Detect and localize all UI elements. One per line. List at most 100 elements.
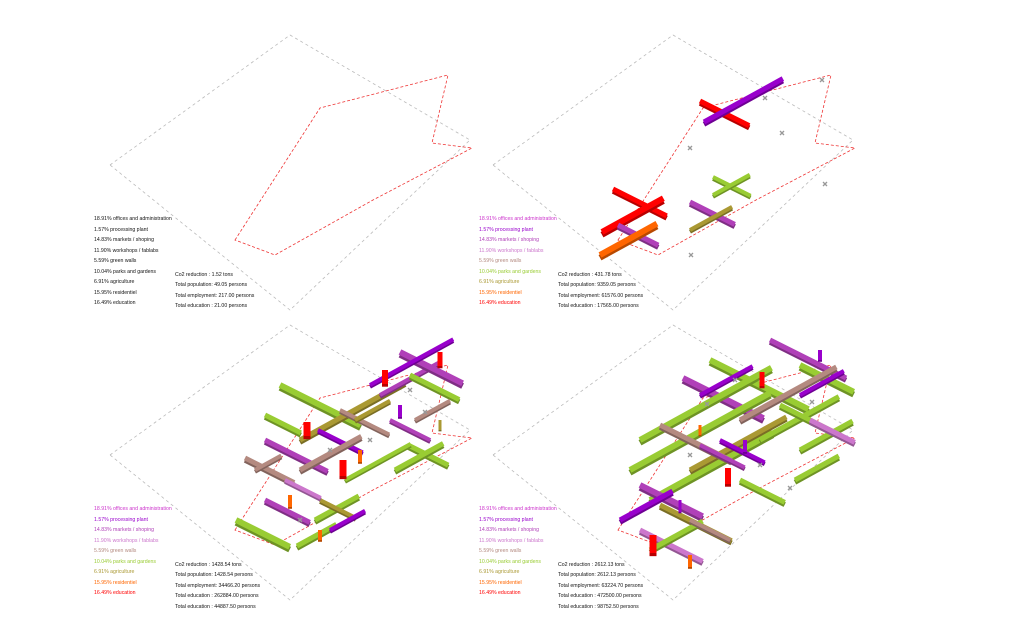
legend-item-markets: 14.83% markets / shoping bbox=[479, 237, 539, 243]
stat-co2: Co2 reduction : 431.78 tons bbox=[558, 272, 622, 278]
site-marker-icon bbox=[779, 130, 785, 136]
legend-item-residential: 15.95% residentiel bbox=[94, 289, 137, 296]
site-marker-icon bbox=[762, 95, 768, 101]
stat-employment: Total employment: 61576.00 persons bbox=[558, 292, 644, 299]
legend-item-processing: 1.57% processing plant bbox=[479, 226, 533, 233]
site-marker-icon bbox=[407, 387, 413, 393]
legend-item-offices: 18.91% offices and administration bbox=[94, 506, 172, 512]
stat-population: Total population: 2612.13 persons bbox=[558, 572, 636, 579]
site-marker-icon bbox=[367, 437, 373, 443]
stats-phase-2: Co2 reduction : 431.78 tons Total popula… bbox=[558, 270, 643, 312]
bar-green-walls bbox=[738, 364, 838, 425]
legend-item-workshops: 11.90% workshops / fablabs bbox=[479, 537, 544, 544]
stat-education: Total education : 21.00 persons bbox=[175, 303, 248, 310]
stat-employment: Total employment: 217.00 persons bbox=[175, 292, 255, 299]
legend-item-offices: 18.91% offices and administration bbox=[94, 216, 172, 222]
bar-agriculture bbox=[354, 398, 392, 424]
bar-parks bbox=[712, 173, 751, 199]
stat-co2: Co2 reduction : 2612.13 tons bbox=[558, 562, 625, 568]
legend-item-agriculture: 6.91% agriculture bbox=[94, 279, 135, 285]
bar-green-walls bbox=[339, 408, 391, 439]
stat-population: Total population: 9359.05 persons bbox=[558, 282, 636, 289]
site-marker-icon bbox=[732, 377, 738, 383]
stat-employment: Total employment: 63224.70 persons bbox=[558, 582, 644, 589]
legend-item-green-walls: 5.59% green walls bbox=[94, 258, 137, 264]
legend-item-markets: 14.83% markets / shoping bbox=[94, 527, 154, 533]
bar-processing bbox=[702, 76, 785, 127]
bar-green-walls bbox=[254, 453, 283, 474]
legend-item-green-walls: 5.59% green walls bbox=[479, 258, 522, 264]
bar-markets bbox=[263, 437, 329, 476]
stat-education-2: Total education : 98752.50 persons bbox=[558, 603, 639, 610]
bar-processing bbox=[719, 438, 766, 466]
legend-item-processing: 1.57% processing plant bbox=[94, 226, 148, 233]
bar-parks bbox=[793, 453, 841, 485]
stats-phase-4: Co2 reduction : 2612.13 tons Total popul… bbox=[558, 560, 643, 612]
site-marker-icon bbox=[687, 145, 693, 151]
legend-item-parks: 10.04% parks and gardens bbox=[479, 558, 542, 565]
bar-processing bbox=[317, 428, 364, 456]
legend-phase-4: 18.91% offices and administration 1.57% … bbox=[479, 504, 557, 599]
site-outline-1 bbox=[234, 74, 474, 256]
bar-parks bbox=[263, 412, 302, 438]
legend-item-green-walls: 5.59% green walls bbox=[94, 548, 137, 554]
site-marker-icon bbox=[757, 462, 763, 468]
stat-employment: Total employment: 34466.20 persons bbox=[175, 582, 261, 589]
bar-markets bbox=[389, 418, 432, 444]
bar-green-walls bbox=[298, 434, 363, 475]
bar-parks bbox=[278, 382, 362, 431]
legend-phase-2: 18.91% offices and administration 1.57% … bbox=[479, 214, 557, 309]
bar-processing bbox=[799, 369, 845, 399]
legend-item-agriculture: 6.91% agriculture bbox=[94, 569, 135, 575]
site-marker-icon bbox=[327, 447, 333, 453]
site-marker-icon bbox=[422, 409, 428, 415]
legend-item-parks: 10.04% parks and gardens bbox=[94, 558, 157, 565]
bar-processing bbox=[699, 364, 754, 399]
legend-phase-3: 18.91% offices and administration 1.57% … bbox=[94, 504, 172, 599]
bar-parks bbox=[708, 357, 810, 415]
legend-item-education: 16.49% education bbox=[94, 300, 136, 306]
bar-processing bbox=[329, 508, 367, 534]
legend-item-agriculture: 6.91% agriculture bbox=[479, 279, 520, 285]
stat-education-2: Total education : 44887.50 persons bbox=[175, 603, 256, 610]
stats-phase-1: Co2 reduction : 1.52 tons Total populati… bbox=[175, 270, 254, 312]
legend-phase-1: 18.91% offices and administration 1.57% … bbox=[94, 214, 172, 309]
legend-item-education: 16.49% education bbox=[94, 590, 136, 596]
bar-workshops bbox=[808, 417, 856, 447]
site-marker-icon bbox=[787, 485, 793, 491]
bar-green-walls bbox=[414, 398, 452, 424]
bar-markets bbox=[699, 443, 746, 471]
bar-education bbox=[611, 186, 668, 221]
bar-markets bbox=[398, 349, 464, 389]
bar-workshops bbox=[284, 478, 322, 502]
bar-parks bbox=[408, 372, 461, 405]
legend-item-markets: 14.83% markets / shoping bbox=[94, 237, 154, 243]
site-marker-icon bbox=[687, 452, 693, 458]
legend-item-markets: 14.83% markets / shoping bbox=[479, 527, 539, 533]
stat-co2: Co2 reduction : 1428.54 tons bbox=[175, 562, 242, 568]
bar-education bbox=[600, 195, 665, 238]
bar-parks bbox=[344, 442, 412, 484]
legend-item-education: 16.49% education bbox=[479, 300, 521, 306]
bar-green-walls bbox=[689, 518, 732, 544]
stat-co2: Co2 reduction : 1.52 tons bbox=[175, 272, 233, 278]
legend-item-workshops: 11.90% workshops / fablabs bbox=[94, 537, 159, 544]
bar-parks bbox=[234, 517, 292, 553]
legend-item-residential: 15.95% residentiel bbox=[94, 579, 137, 586]
site-marker-icon bbox=[822, 181, 828, 187]
legend-item-agriculture: 6.91% agriculture bbox=[479, 569, 520, 575]
legend-item-residential: 15.95% residentiel bbox=[479, 289, 522, 296]
bar-parks bbox=[798, 418, 854, 455]
legend-item-offices: 18.91% offices and administration bbox=[479, 506, 557, 512]
bar-markets bbox=[688, 199, 736, 229]
legend-item-processing: 1.57% processing plant bbox=[479, 516, 533, 523]
site-marker-icon bbox=[819, 77, 825, 83]
site-marker-icon bbox=[688, 252, 694, 258]
legend-item-parks: 10.04% parks and gardens bbox=[479, 268, 542, 275]
bar-markets bbox=[638, 482, 704, 522]
legend-item-workshops: 11.90% workshops / fablabs bbox=[94, 247, 159, 254]
bar-agriculture bbox=[688, 414, 788, 475]
bar-markets bbox=[263, 497, 311, 527]
stat-education: Total education : 17565.00 persons bbox=[558, 303, 639, 310]
